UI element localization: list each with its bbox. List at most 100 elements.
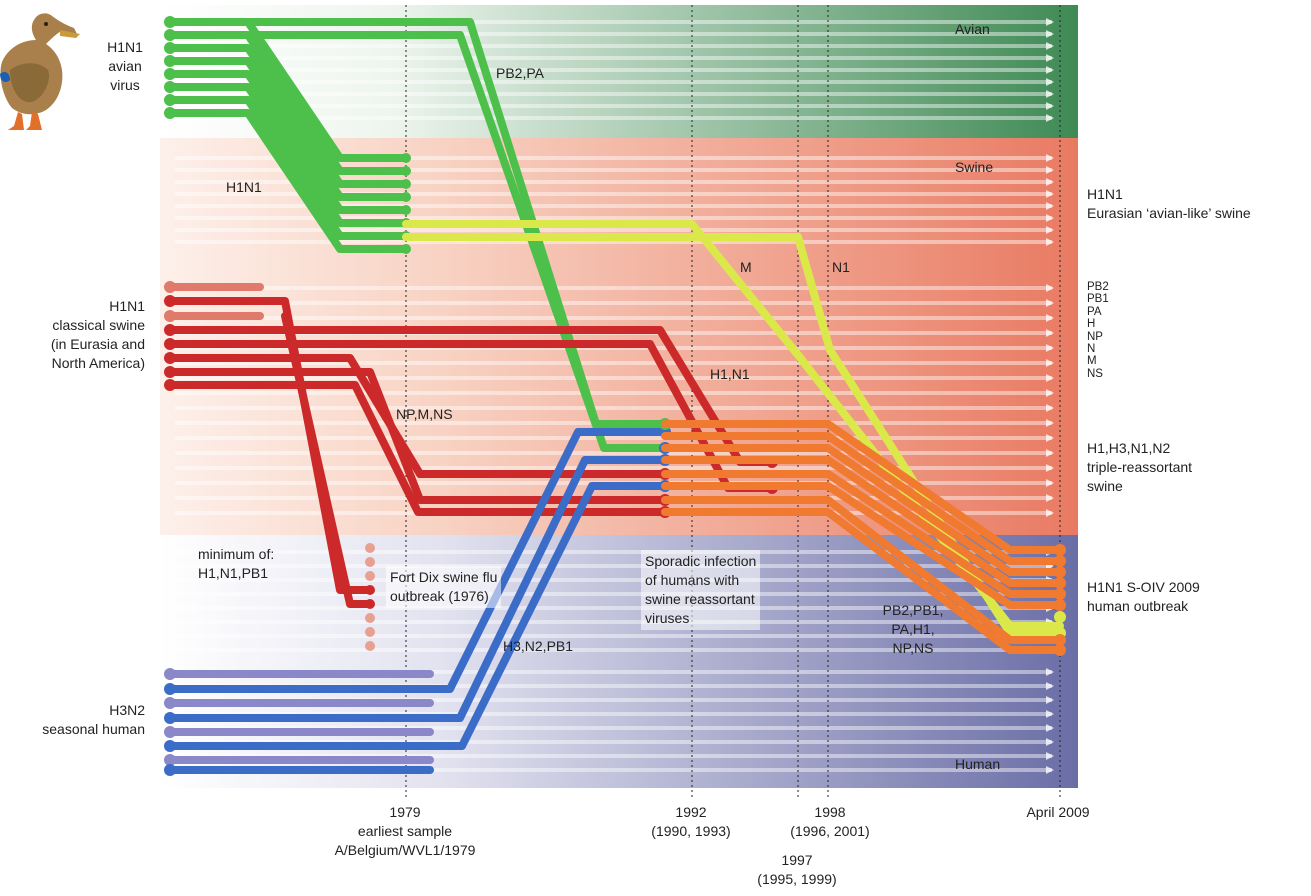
segment-pa: PA: [1087, 305, 1102, 318]
axis-label-2009: April 2009: [998, 803, 1118, 822]
h3n2-pb1-lineage: [166, 482, 669, 750]
label-fort-dix-1: Fort Dix swine flu: [390, 569, 498, 585]
triple-reassortant-lineage: [661, 432, 1064, 565]
h3n2-origin-dot: [164, 764, 176, 776]
avian-origin-dot: [164, 55, 176, 67]
soiv-orange-dot: [1054, 566, 1066, 578]
axis-1998-year: 1998: [814, 804, 846, 820]
axis-label-1998: 1998 (1996, 2001): [770, 803, 890, 841]
avian-pa-lineage: [166, 31, 669, 452]
soiv-orange-dot: [1054, 634, 1066, 646]
fort-dix-dot: [365, 585, 375, 595]
label-segments: PB2 PB1 PA H NP N M NS: [1087, 281, 1109, 380]
avian-to-swine-lineage: [166, 57, 410, 201]
label-fort-dix: Fort Dix swine flu outbreak (1976): [386, 566, 502, 608]
label-pb2-pb1-1: PB2,PB1,: [882, 602, 944, 618]
swine-entry-dot: [401, 192, 411, 202]
label-sporadic-1: Sporadic infection: [645, 553, 757, 569]
axis-label-1992: 1992 (1990, 1993): [631, 803, 751, 841]
label-minimum-2: H1,N1,PB1: [198, 565, 269, 581]
label-avian-virus: H1N1 avian virus: [90, 38, 160, 95]
avian-to-swine-lineage: [166, 96, 410, 240]
triple-reassortant-lineage: [661, 470, 1064, 598]
soiv-orange-dot: [1054, 599, 1066, 611]
axis-1998-range: (1996, 2001): [790, 823, 870, 839]
label-pb2-pa: PB2,PA: [496, 65, 544, 81]
label-sporadic-4: viruses: [645, 610, 690, 626]
label-classical-swine: H1N1 classical swine (in Eurasia and Nor…: [0, 297, 145, 373]
segment-m: M: [1087, 355, 1097, 368]
axis-1979-strain: A/Belgium/WVL1/1979: [334, 842, 476, 858]
label-triple-3: swine: [1087, 478, 1123, 494]
classical-origin-dot: [164, 281, 176, 293]
label-eurasian-2: Eurasian ‘avian-like’ swine: [1087, 205, 1251, 221]
fort-dix-dot: [365, 627, 375, 637]
eurasian-n1-lineage: [402, 233, 1064, 637]
fort-dix-dot: [365, 599, 375, 609]
zone-label-human: Human: [955, 756, 1001, 772]
triple-reassortant-lineage: [661, 456, 1064, 587]
soiv-orange-dot: [1054, 588, 1066, 600]
avian-origin-dot: [164, 94, 176, 106]
label-minimum: minimum of: H1,N1,PB1: [198, 545, 274, 583]
axis-1979-note: earliest sample: [357, 823, 453, 839]
fort-dix-dot: [365, 613, 375, 623]
label-fort-dix-2: outbreak (1976): [390, 588, 489, 604]
avian-origin-dot: [164, 68, 176, 80]
avian-origin-dot: [164, 81, 176, 93]
avian-to-swine-lineage: [166, 109, 410, 253]
h3n2-h3-lineage: [166, 428, 669, 693]
label-sporadic-2: of humans with: [645, 572, 740, 588]
swine-entry-dot: [401, 244, 411, 254]
label-n1: N1: [832, 259, 850, 275]
triple-reassortant-lineage: [661, 496, 1064, 644]
avian-to-swine-lineage: [166, 44, 410, 188]
label-minimum-1: minimum of:: [198, 546, 275, 562]
fort-dix-dot: [365, 641, 375, 651]
lineages: [164, 16, 1066, 776]
label-pb2-pb1-3: NP,NS: [892, 640, 934, 656]
label-m: M: [740, 259, 752, 275]
classical-origin-dot: [164, 310, 176, 322]
label-avian-3: virus: [110, 77, 140, 93]
axis-1997-year: 1997: [781, 852, 813, 868]
label-h3n2-1: H3N2: [109, 702, 145, 718]
segment-h: H: [1087, 318, 1096, 331]
label-classical-1: H1N1: [109, 298, 145, 314]
label-soiv-1: H1N1 S-OIV 2009: [1087, 579, 1200, 595]
segment-pb1: PB1: [1087, 293, 1109, 306]
axis-1997-range: (1995, 1999): [757, 871, 837, 887]
soiv-yellow-dot: [1054, 611, 1066, 623]
label-avian-1: H1N1: [107, 39, 143, 55]
avian-origin-dot: [164, 107, 176, 119]
swine-entry-dot: [401, 166, 411, 176]
avian-to-swine-lineage: [166, 83, 410, 227]
label-triple-reassortant: H1,H3,N1,N2 triple-reassortant swine: [1087, 439, 1192, 496]
swine-entry-dot: [401, 153, 411, 163]
triple-reassortant-lineage: [661, 444, 1064, 576]
soiv-orange-dot: [1054, 555, 1066, 567]
label-eurasian-1: H1N1: [1087, 186, 1123, 202]
axis-2009-label: April 2009: [1026, 804, 1090, 820]
segment-ns: NS: [1087, 367, 1103, 380]
triple-reassortant-lineage: [661, 420, 1064, 554]
segment-pb2: PB2: [1087, 281, 1109, 293]
label-pb2-pb1-pa: PB2,PB1, PA,H1, NP,NS: [858, 601, 968, 658]
label-avian-2: avian: [108, 58, 142, 74]
triple-reassortant-lineage: [661, 482, 1064, 609]
soiv-orange-dot: [1054, 577, 1066, 589]
triple-reassortant-lineage: [661, 508, 1064, 654]
human-zone: [160, 535, 1078, 788]
h3n2-n2-lineage: [166, 456, 669, 722]
segment-n: N: [1087, 343, 1096, 356]
fort-dix-dot: [365, 543, 375, 553]
label-classical-4: North America): [51, 355, 145, 371]
fort-dix-dot: [365, 557, 375, 567]
label-sporadic-infection: Sporadic infection of humans with swine …: [641, 550, 761, 630]
axis-1992-year: 1992: [675, 804, 707, 820]
label-soiv-outbreak: H1N1 S-OIV 2009 human outbreak: [1087, 578, 1200, 616]
label-pb2-pb1-2: PA,H1,: [891, 621, 935, 637]
swine-entry-dot: [401, 179, 411, 189]
h3n2-origin-dot: [164, 668, 176, 680]
